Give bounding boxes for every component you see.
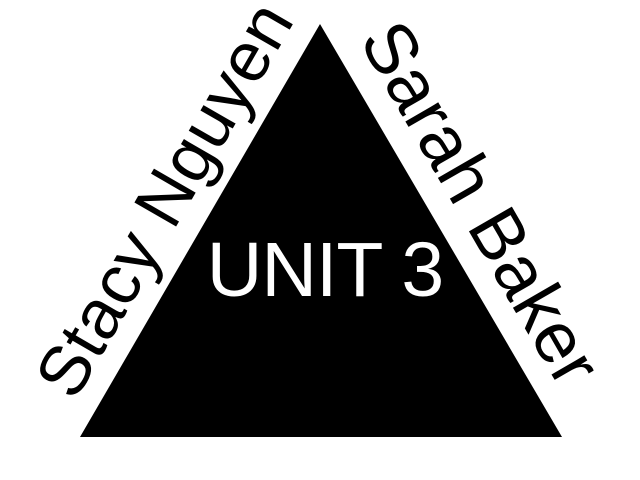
center-label: UNIT 3 <box>206 227 444 313</box>
